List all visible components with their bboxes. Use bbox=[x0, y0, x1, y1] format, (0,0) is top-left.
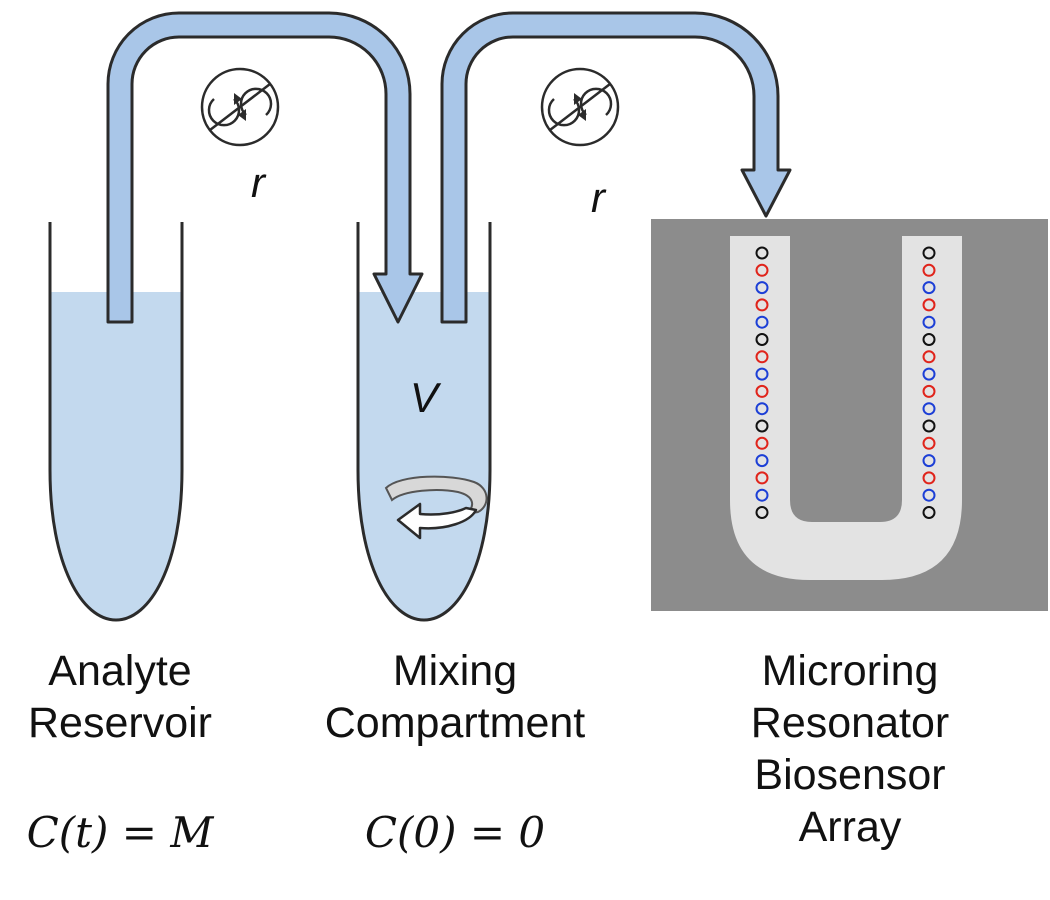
mixing-equation: C(0) = 0 bbox=[364, 808, 546, 857]
microring-icon bbox=[755, 315, 769, 329]
mixing-outline bbox=[356, 222, 492, 622]
sensor-label-line3: Biosensor bbox=[754, 751, 946, 799]
microring-icon bbox=[755, 246, 769, 260]
microring-icon bbox=[922, 333, 936, 346]
microring-icon bbox=[755, 367, 769, 381]
sensor-label-line1: Microring bbox=[761, 647, 939, 695]
microring-icon bbox=[922, 281, 936, 295]
microring-icon bbox=[755, 436, 769, 450]
reservoir-label-line1: Analyte bbox=[48, 647, 192, 695]
microring-column-right bbox=[922, 246, 936, 519]
reservoir-outline bbox=[48, 222, 184, 622]
microring-icon bbox=[922, 488, 936, 502]
microring-column-left bbox=[755, 246, 769, 519]
microring-icon bbox=[755, 471, 769, 485]
microring-icon bbox=[755, 488, 769, 502]
microring-icon bbox=[922, 298, 936, 312]
analyte-reservoir-label: Analyte Reservoir bbox=[0, 645, 240, 749]
flow-rate-symbol-pump1: r bbox=[251, 159, 267, 206]
flow-channel bbox=[730, 236, 962, 580]
microring-icon bbox=[922, 350, 936, 364]
microring-icon bbox=[922, 384, 936, 398]
pump-rotor-icon bbox=[200, 67, 280, 147]
microring-icon bbox=[922, 315, 936, 329]
sensor-array-label: Microring Resonator Biosensor Array bbox=[690, 645, 1010, 853]
pump-rotor-icon bbox=[540, 67, 620, 147]
microring-icon bbox=[922, 471, 936, 485]
reservoir-equation: C(t) = M bbox=[26, 808, 214, 857]
microring-icon bbox=[755, 263, 769, 277]
microring-icon bbox=[922, 419, 936, 433]
microring-icon bbox=[755, 506, 769, 519]
microring-icon bbox=[755, 350, 769, 364]
microring-icon bbox=[922, 506, 936, 519]
sensor-label-line4: Array bbox=[798, 803, 902, 851]
microring-icon bbox=[755, 333, 769, 346]
microring-icon bbox=[922, 246, 936, 260]
microring-icon bbox=[755, 402, 769, 416]
microring-icon bbox=[755, 384, 769, 398]
microring-icon bbox=[755, 419, 769, 433]
mixing-volume-symbol: V bbox=[410, 374, 442, 421]
microring-icon bbox=[922, 402, 936, 416]
flow-tube-mixing-to-sensor bbox=[440, 11, 792, 324]
microring-icon bbox=[922, 263, 936, 277]
sensor-chip bbox=[651, 219, 1048, 611]
microring-icon bbox=[922, 367, 936, 381]
mixing-compartment-tube bbox=[356, 222, 492, 622]
sensor-label-line2: Resonator bbox=[750, 699, 950, 747]
analyte-reservoir-tube bbox=[48, 222, 184, 622]
flow-rate-symbol-pump2: r bbox=[591, 174, 607, 221]
rotation-arrow-icon bbox=[384, 475, 488, 540]
microring-icon bbox=[755, 454, 769, 468]
microring-icon bbox=[755, 298, 769, 312]
reservoir-label-line2: Reservoir bbox=[28, 699, 212, 747]
mixing-compartment-label: Mixing Compartment bbox=[290, 645, 620, 749]
reservoir-liquid bbox=[50, 292, 182, 620]
mixing-label-line1: Mixing bbox=[392, 647, 518, 695]
microring-icon bbox=[755, 281, 769, 295]
mixing-label-line2: Compartment bbox=[324, 699, 586, 747]
microring-icon bbox=[922, 454, 936, 468]
flow-tube-reservoir-to-mixing bbox=[106, 11, 424, 324]
mixing-liquid bbox=[358, 292, 490, 620]
microring-icon bbox=[922, 436, 936, 450]
